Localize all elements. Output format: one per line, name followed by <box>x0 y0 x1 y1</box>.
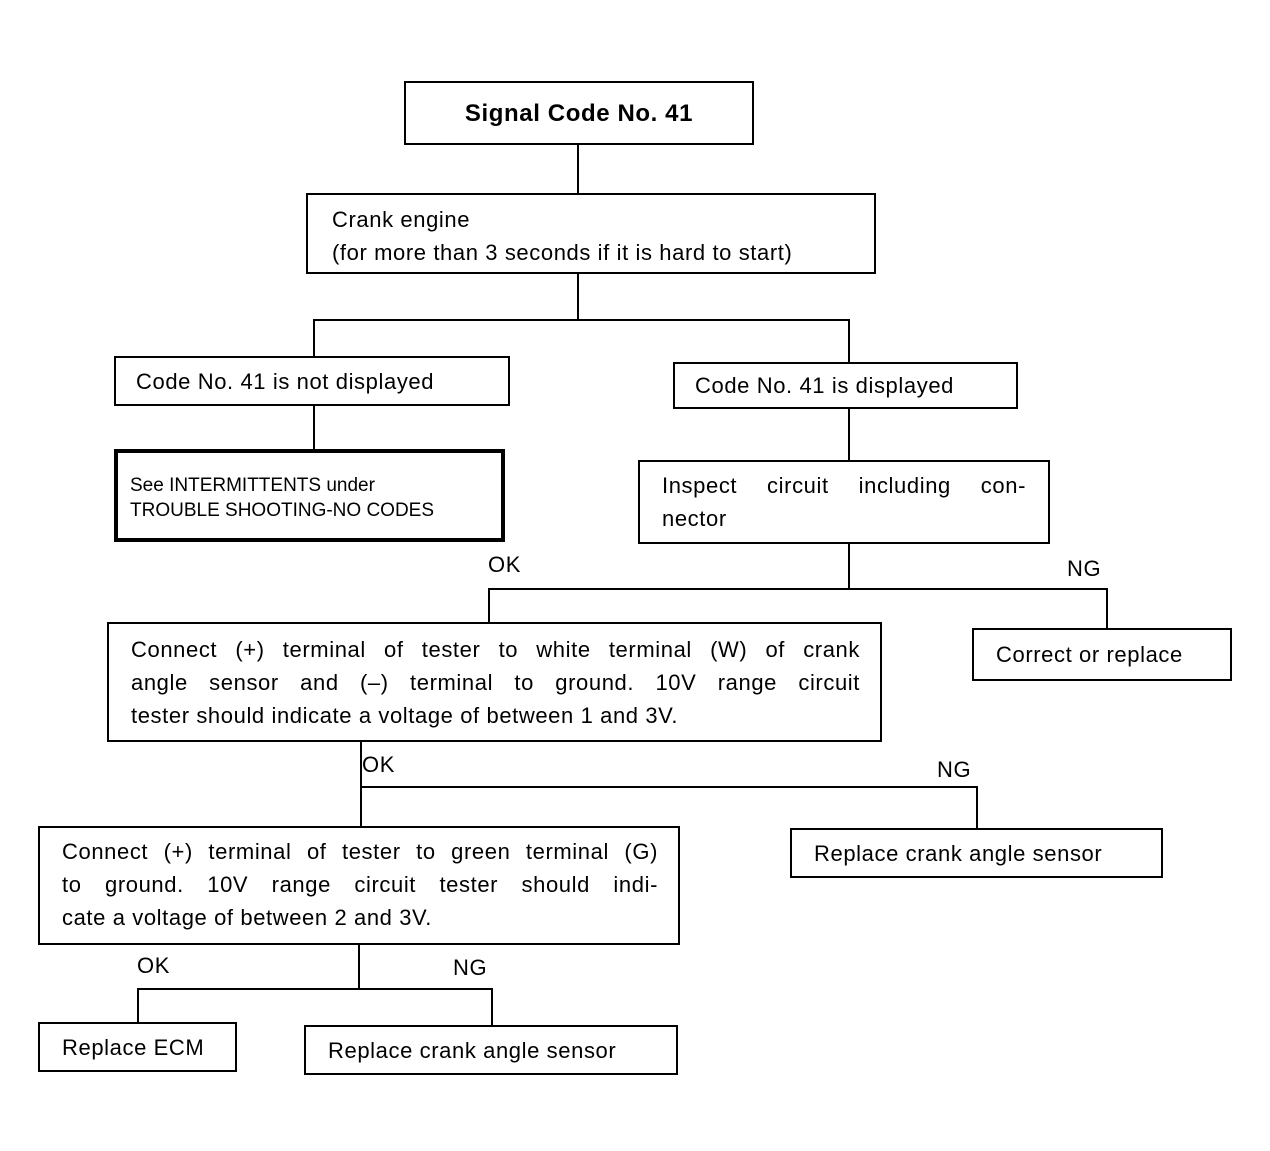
replace-sensor-box-lower: Replace crank angle sensor <box>304 1025 678 1075</box>
connector-green-branch <box>137 988 493 990</box>
inspect-circuit-box: Inspect circuit including con- nector <box>638 460 1050 544</box>
not-displayed-box: Code No. 41 is not displayed <box>114 356 510 406</box>
connector-crank-branch <box>313 319 850 321</box>
connector-white-branch <box>360 786 978 788</box>
intermittents-line-1: See INTERMITTENTS under <box>130 475 375 496</box>
connector-inspect-down <box>848 543 850 589</box>
connector-white-down <box>360 741 362 787</box>
crank-engine-line-1: Crank engine <box>332 207 471 232</box>
intermittents-box: See INTERMITTENTS under TROUBLE SHOOTING… <box>114 449 505 542</box>
connector-green-ok <box>137 988 139 1022</box>
title-text: Signal Code No. 41 <box>464 99 694 127</box>
white-ng-label: NG <box>937 757 972 782</box>
green-ok-label: OK <box>137 953 170 978</box>
displayed-text: Code No. 41 is displayed <box>695 373 954 398</box>
connector-branch-left <box>313 319 315 356</box>
replace-ecm-text: Replace ECM <box>62 1034 205 1060</box>
white-test-line-3: tester should indicate a voltage of betw… <box>131 703 679 728</box>
connector-white-ng <box>976 786 978 828</box>
connector-inspect-ok <box>488 588 490 622</box>
correct-replace-text: Correct or replace <box>996 642 1183 667</box>
connector-notdisplayed-intermittents <box>313 405 315 450</box>
connector-crank-down <box>577 274 579 320</box>
replace-sensor-text-upper: Replace crank angle sensor <box>814 840 1103 866</box>
green-test-line-3: cate a voltage of between 2 and 3V. <box>62 905 433 930</box>
connector-green-down <box>358 944 360 989</box>
intermittents-line-2: TROUBLE SHOOTING-NO CODES <box>130 500 435 521</box>
replace-ecm-box: Replace ECM <box>38 1022 237 1072</box>
inspect-line-1: Inspect circuit including con- <box>662 473 1026 498</box>
correct-replace-box: Correct or replace <box>972 628 1232 681</box>
connector-inspect-ng <box>1106 588 1108 629</box>
crank-engine-box: Crank engine (for more than 3 seconds if… <box>306 193 876 274</box>
white-ok-label: OK <box>362 752 395 777</box>
connector-white-ok <box>360 786 362 826</box>
inspect-ok-label: OK <box>488 552 521 577</box>
inspect-ng-label: NG <box>1067 556 1102 581</box>
white-test-line-2: angle sensor and (–) terminal to ground.… <box>131 670 860 695</box>
green-terminal-test-box: Connect (+) terminal of tester to green … <box>38 826 680 945</box>
inspect-line-2: nector <box>662 506 727 531</box>
replace-sensor-text-lower: Replace crank angle sensor <box>328 1037 617 1063</box>
connector-title-crank <box>577 145 579 193</box>
title-box: Signal Code No. 41 <box>404 81 754 145</box>
white-terminal-test-box: Connect (+) terminal of tester to white … <box>107 622 882 742</box>
replace-sensor-box-upper: Replace crank angle sensor <box>790 828 1163 878</box>
crank-engine-line-2: (for more than 3 seconds if it is hard t… <box>332 240 793 265</box>
white-test-line-1: Connect (+) terminal of tester to white … <box>131 637 860 662</box>
green-test-line-1: Connect (+) terminal of tester to green … <box>62 839 658 864</box>
green-test-line-2: to ground. 10V range circuit tester shou… <box>62 872 658 897</box>
connector-displayed-inspect <box>848 408 850 461</box>
connector-inspect-branch <box>488 588 1108 590</box>
connector-green-ng <box>491 988 493 1025</box>
not-displayed-text: Code No. 41 is not displayed <box>136 368 435 394</box>
green-ng-label: NG <box>453 955 488 980</box>
connector-branch-right <box>848 319 850 362</box>
displayed-box: Code No. 41 is displayed <box>673 362 1018 409</box>
